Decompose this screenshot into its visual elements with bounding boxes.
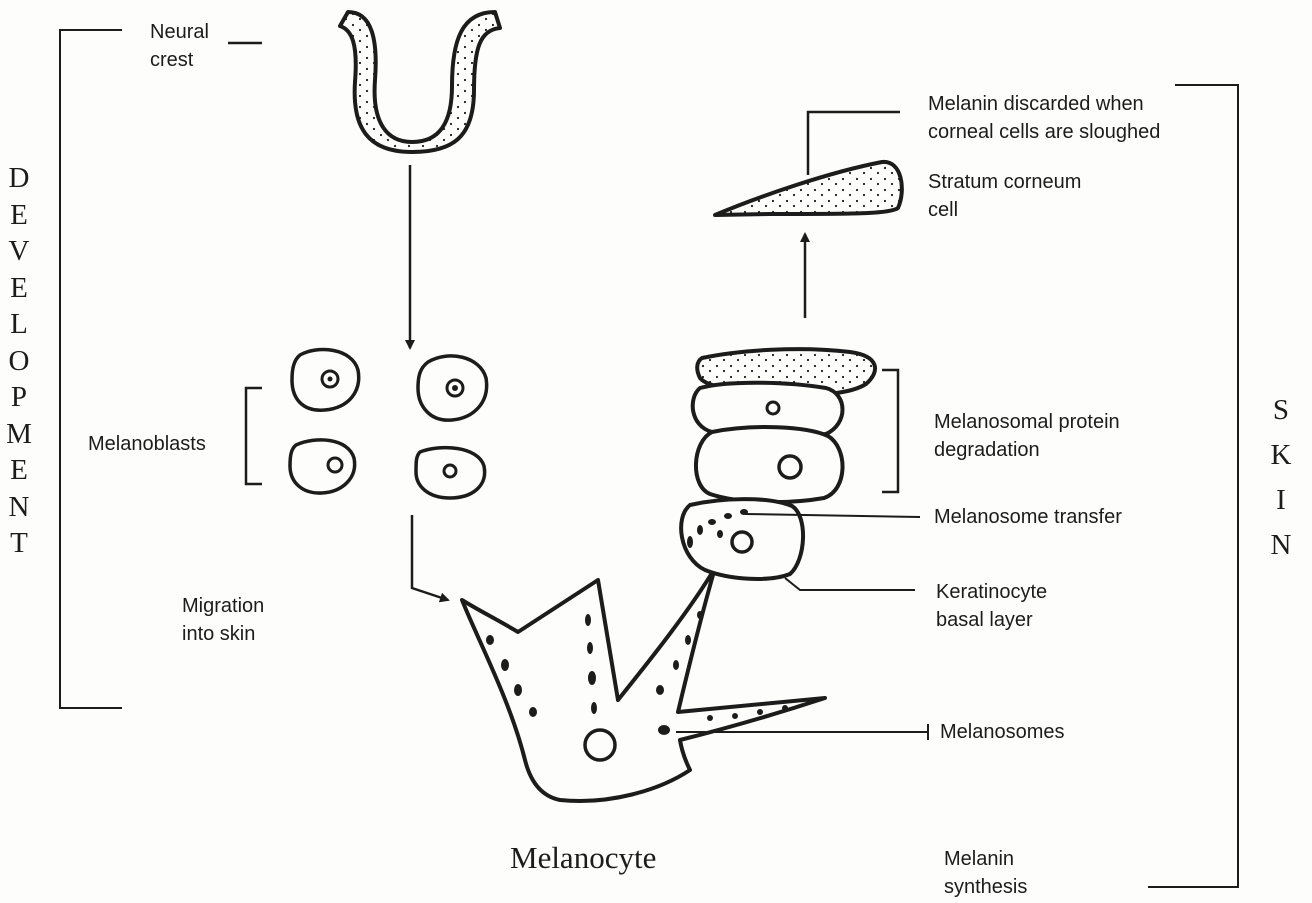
development-letter: E: [4, 270, 34, 307]
development-letter: E: [4, 452, 34, 489]
protein-degradation-label: Melanosomal protein degradation: [934, 408, 1120, 464]
development-bracket: [60, 30, 122, 708]
melanoblasts-label: Melanoblasts: [88, 430, 206, 458]
development-letter: D: [4, 160, 34, 197]
skin-letter: I: [1266, 478, 1296, 523]
development-letter: O: [4, 343, 34, 380]
melanosome-transfer-label: Melanosome transfer: [934, 503, 1122, 531]
skin-letter: S: [1266, 388, 1296, 433]
skin-bracket: [1148, 85, 1238, 887]
keratinocyte-label: Keratinocyte basal layer: [936, 578, 1047, 634]
keratinocyte-leader: [785, 578, 915, 590]
keratinocyte-stack: [681, 349, 875, 579]
melanosomes-label: Melanosomes: [940, 718, 1065, 746]
development-letter: P: [4, 379, 34, 416]
development-letter: L: [4, 306, 34, 343]
melanin-discarded-label: Melanin discarded when corneal cells are…: [928, 90, 1160, 146]
melanocyte-cell: [462, 568, 825, 801]
stratum-corneum-label: Stratum corneum cell: [928, 168, 1081, 224]
development-letter: V: [4, 233, 34, 270]
migration-arrow: [412, 515, 448, 600]
degradation-bracket: [882, 370, 898, 492]
neural-crest-fold: [340, 12, 500, 152]
skin-letter: N: [1266, 523, 1296, 568]
development-letter: N: [4, 489, 34, 526]
neural-crest-label: Neural crest: [150, 18, 209, 74]
skin-letter: K: [1266, 433, 1296, 478]
migration-label: Migration into skin: [182, 592, 264, 648]
melanoblast-cells: [290, 350, 487, 498]
melanin-synthesis-label: Melanin synthesis: [944, 845, 1027, 901]
development-letter: M: [4, 416, 34, 453]
development-letter: E: [4, 197, 34, 234]
melanocyte-label: Melanocyte: [510, 840, 656, 876]
melanoblast-bracket: [246, 388, 262, 484]
development-letter: T: [4, 525, 34, 562]
